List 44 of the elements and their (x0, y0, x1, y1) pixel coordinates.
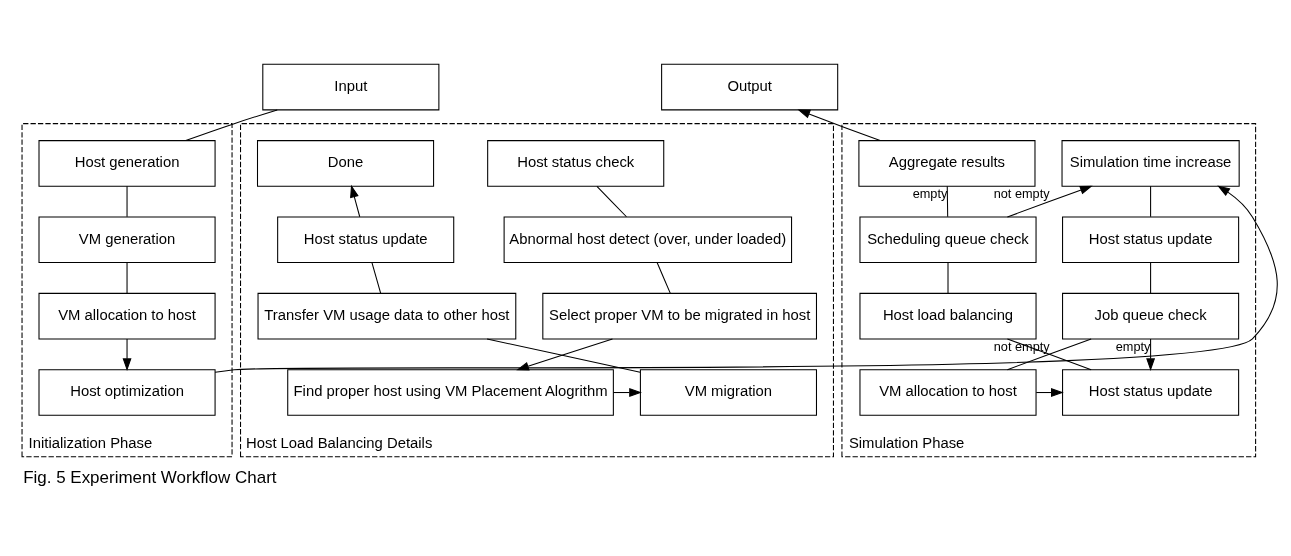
connector (947, 261, 949, 294)
connector (946, 185, 949, 217)
node-box: Abnormal host detect (over, under loaded) (503, 215, 793, 263)
node-box: Host generation (38, 139, 216, 187)
node-box: Simulation time increase (1061, 139, 1240, 187)
node-box: VM migration (639, 368, 817, 416)
connector (126, 261, 128, 294)
node-box: Done (256, 139, 435, 187)
edge-label: empty (912, 185, 948, 201)
node-box: VM allocation to host (859, 368, 1037, 416)
node-box: Job queue check (1062, 292, 1240, 339)
connector (371, 261, 382, 294)
arrow (1006, 185, 1093, 217)
connector (1150, 261, 1152, 294)
arrow (1035, 387, 1064, 397)
arrow (516, 337, 613, 370)
node-box: Aggregate results (858, 139, 1036, 187)
arrow (122, 338, 132, 371)
node-box: Host load balancing (859, 292, 1037, 339)
node-box: Transfer VM usage data to other host (257, 292, 517, 339)
connector (596, 185, 627, 217)
edge-label: not empty (993, 185, 1050, 201)
node-box: Host optimization (38, 368, 216, 416)
node-box: VM generation (38, 215, 216, 263)
arrow (1146, 338, 1156, 371)
caption: Fig. 5 Experiment Workflow Chart (23, 467, 277, 487)
connector (486, 337, 641, 373)
node-box: Host status update (277, 215, 455, 263)
arrow (214, 185, 1278, 373)
node-box: Output (661, 63, 839, 110)
node-box: Input (262, 63, 440, 110)
node-box: Host status update (1062, 368, 1240, 416)
node-box: Host status check (487, 139, 665, 187)
connector (656, 261, 671, 294)
node-box: Host status update (1062, 215, 1240, 263)
node-box: Find proper host using VM Placement Alogrithm (287, 368, 614, 416)
edge-label: empty (1115, 338, 1151, 354)
arrow (350, 184, 361, 217)
connector (1150, 185, 1152, 217)
arrow (612, 387, 642, 397)
connector (126, 185, 128, 217)
node-box: Select proper VM to be migrated in host (542, 292, 817, 339)
node-box: Scheduling queue check (859, 215, 1037, 263)
node-box: VM allocation to host (38, 292, 216, 339)
